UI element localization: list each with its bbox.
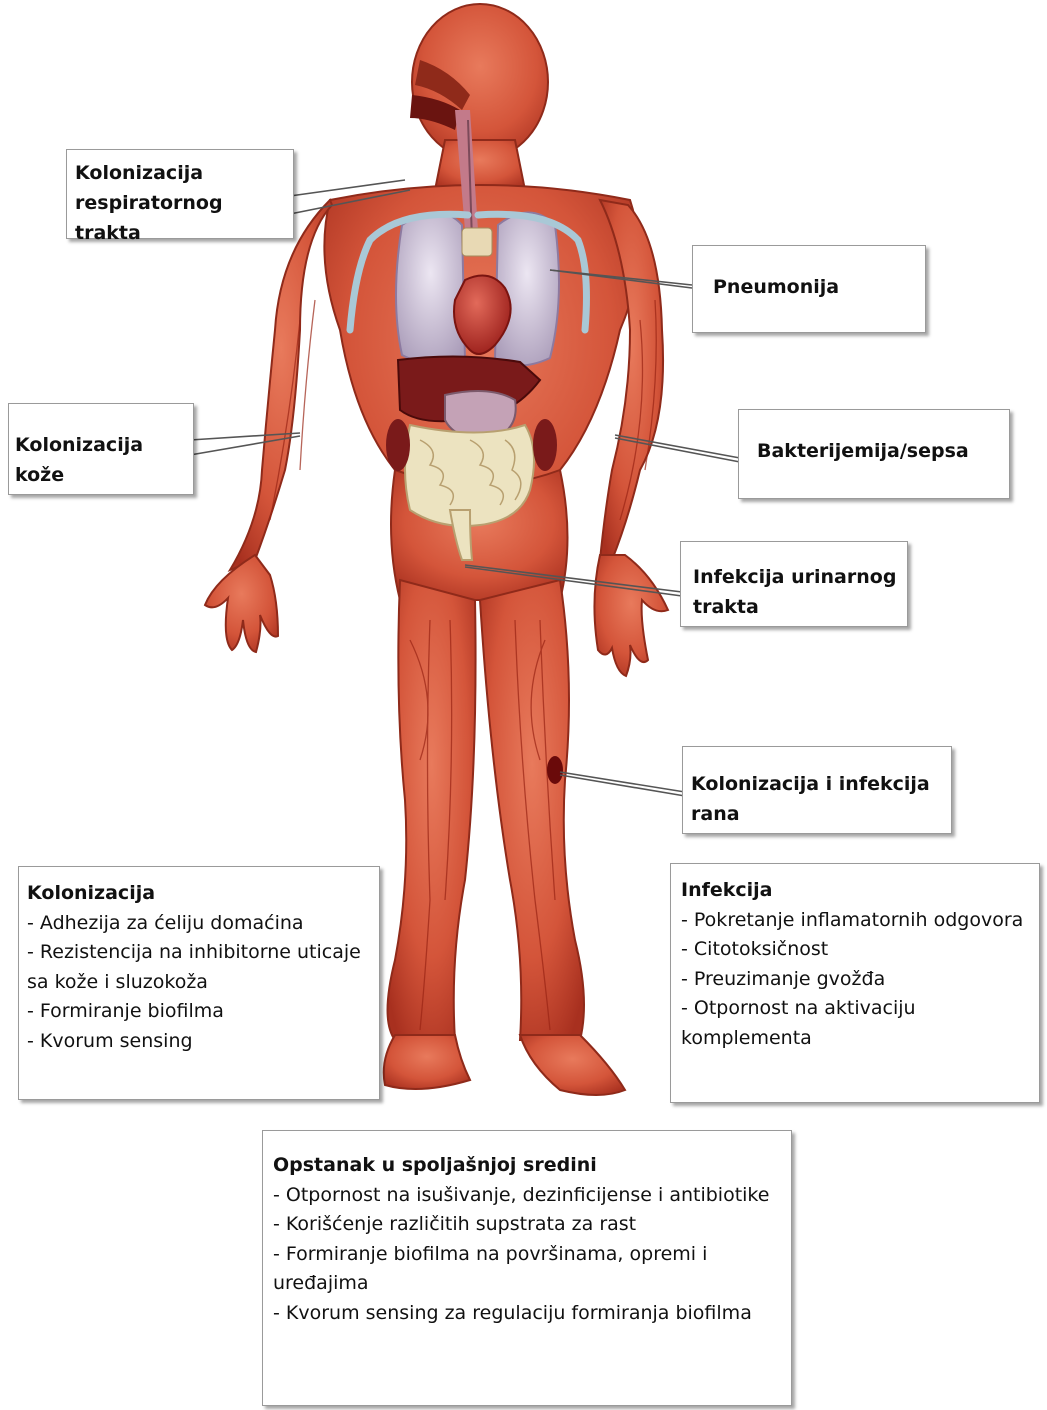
callout-wound-infection: Kolonizacija i infekcija rana bbox=[682, 746, 952, 834]
callout-skin-colonization: Kolonizacija kože bbox=[8, 403, 194, 495]
list-item: Korišćenje različitih supstrata za rast bbox=[273, 1210, 783, 1240]
callout-urinary-infection: Infekcija urinarnog trakta bbox=[680, 541, 908, 627]
list-item: Adhezija za ćeliju domaćina bbox=[27, 909, 371, 939]
colonization-list: Adhezija za ćeliju domaćina Rezistencija… bbox=[27, 909, 371, 1057]
colonization-title: Kolonizacija bbox=[27, 879, 371, 909]
list-item: Preuzimanje gvožđa bbox=[681, 965, 1031, 995]
environment-list: Otpornost na isušivanje, dezinficijense … bbox=[273, 1181, 783, 1329]
callout-respiratory-line2: respiratornog trakta bbox=[75, 188, 285, 248]
list-item: Rezistencija na inhibitorne uticaje sa k… bbox=[27, 938, 371, 997]
callout-urinary-line1: Infekcija urinarnog bbox=[693, 562, 899, 592]
callout-bacteremia-text: Bakterijemija/sepsa bbox=[757, 436, 1001, 466]
colonization-box: Kolonizacija Adhezija za ćeliju domaćina… bbox=[18, 866, 380, 1100]
infection-list: Pokretanje inflamatornih odgovora Citoto… bbox=[681, 906, 1031, 1054]
right-kidney bbox=[533, 419, 557, 471]
infection-box: Infekcija Pokretanje inflamatornih odgov… bbox=[670, 863, 1040, 1103]
thymus bbox=[462, 228, 492, 256]
callout-respiratory-line1: Kolonizacija bbox=[75, 158, 285, 188]
callout-respiratory-colonization: Kolonizacija respiratornog trakta bbox=[66, 149, 294, 239]
environment-box: Opstanak u spoljašnjoj sredini Otpornost… bbox=[262, 1130, 792, 1406]
list-item: Kvorum sensing bbox=[27, 1027, 371, 1057]
left-kidney bbox=[386, 419, 410, 471]
list-item: Otpornost na isušivanje, dezinficijense … bbox=[273, 1181, 783, 1211]
wound bbox=[547, 756, 563, 784]
callout-pneumonia-text: Pneumonija bbox=[713, 272, 917, 302]
list-item: Citotoksičnost bbox=[681, 935, 1031, 965]
callout-bacteremia: Bakterijemija/sepsa bbox=[738, 409, 1010, 499]
infection-title: Infekcija bbox=[681, 876, 1031, 906]
list-item: Pokretanje inflamatornih odgovora bbox=[681, 906, 1031, 936]
list-item: Formiranje biofilma bbox=[27, 997, 371, 1027]
environment-title: Opstanak u spoljašnjoj sredini bbox=[273, 1151, 783, 1181]
list-item: Formiranje biofilma na površinama, oprem… bbox=[273, 1240, 783, 1299]
list-item: Otpornost na aktivaciju komplementa bbox=[681, 994, 1031, 1053]
list-item: Kvorum sensing za regulaciju formiranja … bbox=[273, 1299, 783, 1329]
callout-wound-line2: rana bbox=[691, 799, 943, 829]
callout-skin-text: Kolonizacija kože bbox=[15, 430, 185, 490]
callout-urinary-line2: trakta bbox=[693, 592, 899, 622]
callout-wound-line1: Kolonizacija i infekcija bbox=[691, 769, 943, 799]
callout-pneumonia: Pneumonija bbox=[692, 245, 926, 333]
